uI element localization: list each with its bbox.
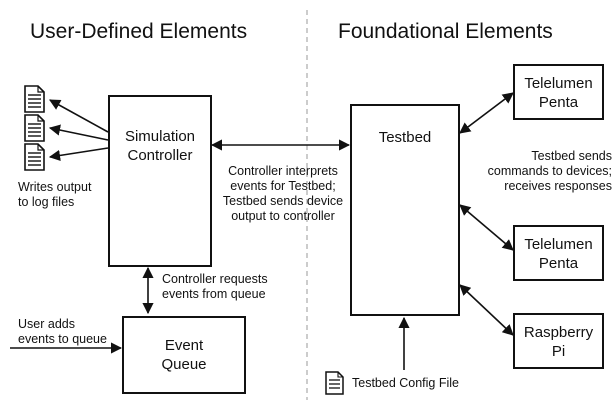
note-line: events for Testbed; [230,179,336,193]
testbed-label: Testbed [378,129,432,146]
testbed-raspberry-arrow [459,284,514,336]
box-label-line: Telelumen [524,236,593,253]
document-icon [24,85,45,113]
event-queue-box: Event Queue [122,316,246,394]
note-line: commands to devices; [487,164,612,178]
note-line: events from queue [162,287,266,301]
box-label-line: Queue [161,356,207,373]
note-line: output to controller [231,209,335,223]
controller-interprets-note: Controller interprets events for Testbed… [222,164,344,224]
box-label-line: Penta [538,94,579,111]
note-line: events to queue [18,332,107,346]
box-label-line: Penta [538,255,579,272]
log-arrow-3 [48,147,109,161]
testbed-box: Testbed [350,104,460,316]
log-arrow-1 [49,99,109,133]
telelumen-penta-box-1: Telelumen Penta [513,64,604,120]
note-line: receives responses [504,179,612,193]
document-icon [325,371,344,395]
note-line: Testbed sends device [222,194,344,208]
note-line: Writes output [18,180,92,194]
document-icon [24,143,45,171]
note-line: Testbed sends [531,149,612,163]
box-label-line: Raspberry [523,324,594,341]
simulation-controller-box: Simulation Controller [108,95,212,267]
note-line: Controller requests [162,272,268,286]
note-line: Controller interprets [228,164,338,178]
telelumen-penta-box-2: Telelumen Penta [513,225,604,281]
box-label-line: Simulation [124,128,196,145]
box-label-line: Controller [127,147,193,164]
raspberry-pi-box: Raspberry Pi [513,313,604,369]
testbed-sends-note: Testbed sends commands to devices; recei… [462,149,612,194]
box-label-line: Pi [551,343,566,360]
testbed-telelumen2-arrow [459,204,514,251]
testbed-telelumen1-arrow [459,92,514,134]
note-line: User adds [18,317,75,331]
log-arrow-2 [48,124,109,141]
config-file-label: Testbed Config File [352,376,460,390]
user-adds-note: User adds events to queue [18,317,107,347]
header-user-defined: User-Defined Elements [30,20,248,43]
writes-output-note: Writes output to log files [18,180,91,210]
document-icon [24,114,45,142]
header-foundational: Foundational Elements [338,20,553,43]
controller-requests-note: Controller requests events from queue [162,272,268,302]
box-label-line: Event [164,337,204,354]
box-label-line: Telelumen [524,75,593,92]
note-line: to log files [18,195,75,209]
